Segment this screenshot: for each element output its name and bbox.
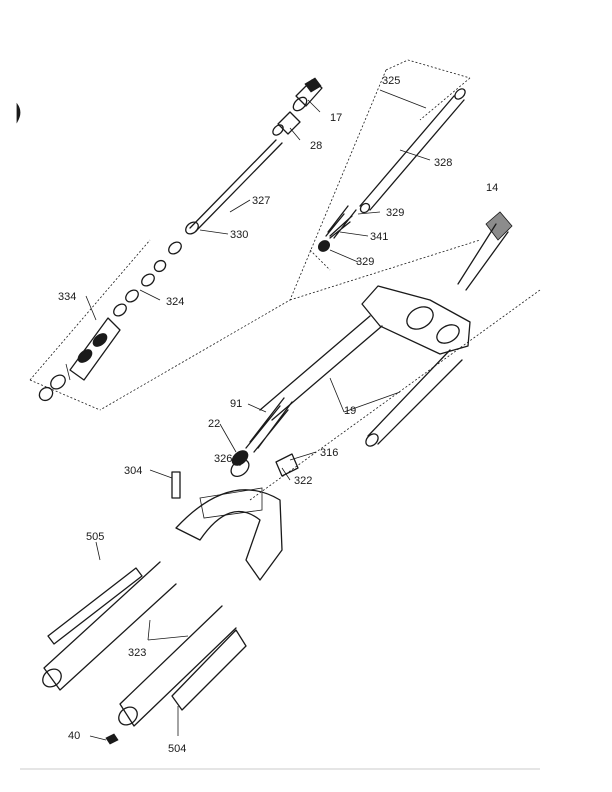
decal-504	[171, 629, 247, 711]
label-330: 330	[230, 229, 248, 241]
shaft-328	[359, 88, 466, 214]
label-329-bottom: 329	[356, 256, 374, 268]
label-505: 505	[86, 531, 104, 543]
label-91: 91	[230, 398, 242, 410]
fork-brace	[175, 487, 283, 581]
label-304: 304	[124, 465, 142, 477]
label-316: 316	[320, 447, 338, 459]
lower-legs-323	[42, 561, 237, 727]
label-334: 334	[58, 291, 76, 303]
label-324: 324	[166, 296, 184, 308]
pin-304	[171, 471, 181, 499]
decal-505	[47, 567, 143, 645]
washer-stack-330-324	[113, 221, 199, 317]
sleeve-28	[277, 111, 301, 135]
label-329-top: 329	[386, 207, 404, 219]
seal-326	[230, 458, 250, 478]
stanchions-19	[259, 315, 463, 447]
label-14: 14	[486, 182, 498, 194]
stipple-band	[20, 768, 540, 770]
bolt-316	[275, 453, 299, 477]
spring-341	[317, 205, 357, 252]
label-322: 322	[294, 475, 312, 487]
label-341: 341	[370, 231, 388, 243]
label-28: 28	[310, 140, 322, 152]
label-22: 22	[208, 418, 220, 430]
steerer-14	[457, 211, 513, 291]
label-326: 326	[214, 453, 232, 465]
label-17: 17	[330, 112, 342, 124]
label-328: 328	[434, 157, 452, 169]
damper-334	[38, 317, 121, 402]
assembly-boundaries	[29, 59, 541, 501]
label-327: 327	[252, 195, 270, 207]
label-323: 323	[128, 647, 146, 659]
label-325: 325	[382, 75, 400, 87]
bolt-40	[105, 733, 119, 745]
part-labels: 17 28 325 328 14 327 329 341 329 330 334…	[58, 75, 498, 755]
scan-edge-mark	[16, 102, 21, 124]
label-19: 19	[344, 405, 356, 417]
shaft-327	[189, 124, 284, 232]
leader-lines	[85, 89, 431, 741]
crown	[361, 285, 471, 355]
top-cap-17	[292, 77, 323, 112]
label-504: 504	[168, 743, 186, 755]
label-40: 40	[68, 730, 80, 742]
